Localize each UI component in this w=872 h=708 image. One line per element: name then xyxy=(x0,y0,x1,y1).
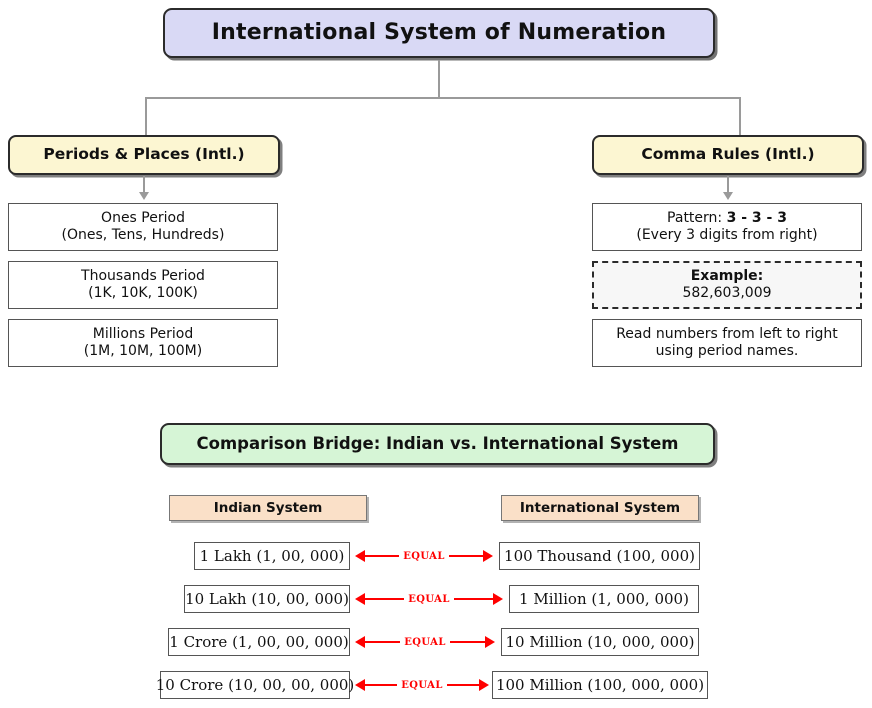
column-header-international: International System xyxy=(501,495,699,521)
comparison-row-1-indian-text: 10 Lakh (10, 00, 000) xyxy=(185,589,349,608)
left-item-0-line2: (Ones, Tens, Hundreds) xyxy=(61,227,225,243)
arrow-head-left-0 xyxy=(355,550,365,562)
bridge-header-text: Comparison Bridge: Indian vs. Internatio… xyxy=(196,433,679,453)
equal-label-3: EQUAL xyxy=(401,679,443,691)
connector-horizontal-bar xyxy=(145,97,740,99)
pattern-label: Pattern: xyxy=(667,209,727,226)
left-item-1-line2: (1K, 10K, 100K) xyxy=(88,285,198,301)
equal-connector-1: EQUAL xyxy=(355,585,504,613)
equal-connector-2: EQUAL xyxy=(355,628,496,656)
comparison-row-indian-2: 1 Crore (1, 00, 00, 000) xyxy=(168,628,350,656)
comparison-row-international-3: 100 Million (100, 000, 000) xyxy=(492,671,708,699)
column-header-indian-text: Indian System xyxy=(213,499,323,516)
arrow-head-right-1 xyxy=(493,593,504,605)
arrow-line-right-2 xyxy=(449,640,486,644)
right-item-reading-rule: Read numbers from left to right using pe… xyxy=(592,319,862,367)
example-value: 582,603,009 xyxy=(682,285,772,301)
reading-line1: Read numbers from left to right xyxy=(616,325,838,342)
equal-label-2: EQUAL xyxy=(404,636,446,648)
arrow-line-left-3 xyxy=(365,683,398,687)
bridge-header: Comparison Bridge: Indian vs. Internatio… xyxy=(160,423,715,465)
equal-label-1: EQUAL xyxy=(408,593,450,605)
arrow-head-right-3 xyxy=(479,679,490,691)
arrow-line-right-1 xyxy=(453,597,494,601)
left-item-2-line2: (1M, 10M, 100M) xyxy=(83,343,203,359)
comparison-row-3-indian-text: 10 Crore (10, 00, 00, 000) xyxy=(155,675,355,694)
comparison-row-1-international-text: 1 Million (1, 000, 000) xyxy=(519,589,689,608)
right-item-example: Example: 582,603,009 xyxy=(592,261,862,309)
connector-left-branch-arrow-line xyxy=(143,176,145,198)
left-item-2-line1: Millions Period xyxy=(92,325,194,342)
arrow-line-left-0 xyxy=(365,554,400,558)
equal-connector-0: EQUAL xyxy=(355,542,494,570)
comparison-row-international-0: 100 Thousand (100, 000) xyxy=(499,542,700,570)
left-item-thousands-period: Thousands Period (1K, 10K, 100K) xyxy=(8,261,278,309)
arrow-head-right-0 xyxy=(483,550,494,562)
arrow-head-left-3 xyxy=(355,679,365,691)
equal-label-0: EQUAL xyxy=(403,550,445,562)
left-item-millions-period: Millions Period (1M, 10M, 100M) xyxy=(8,319,278,367)
connector-title-stem xyxy=(438,60,440,98)
comparison-row-3-international-text: 100 Million (100, 000, 000) xyxy=(495,675,705,694)
comparison-row-indian-3: 10 Crore (10, 00, 00, 000) xyxy=(156,671,354,699)
example-label: Example: xyxy=(690,267,764,284)
comparison-row-indian-0: 1 Lakh (1, 00, 000) xyxy=(194,542,350,570)
arrow-line-right-0 xyxy=(448,554,484,558)
connector-drop-right xyxy=(739,97,741,135)
arrow-line-right-3 xyxy=(446,683,480,687)
arrow-head-left-2 xyxy=(355,636,365,648)
reading-line2: using period names. xyxy=(655,343,799,359)
branch-header-periods-places: Periods & Places (Intl.) xyxy=(8,135,280,175)
comparison-row-0-international-text: 100 Thousand (100, 000) xyxy=(504,546,695,565)
connector-right-branch-arrowhead xyxy=(723,192,733,200)
comparison-row-indian-1: 10 Lakh (10, 00, 000) xyxy=(184,585,350,613)
arrow-line-left-2 xyxy=(365,640,401,644)
branch-header-left-text: Periods & Places (Intl.) xyxy=(43,145,245,164)
arrow-head-right-2 xyxy=(485,636,496,648)
connector-left-branch-arrowhead xyxy=(139,192,149,200)
connector-drop-left xyxy=(145,97,147,135)
left-item-1-line1: Thousands Period xyxy=(81,267,205,284)
branch-header-right-text: Comma Rules (Intl.) xyxy=(641,145,815,164)
equal-connector-3: EQUAL xyxy=(355,671,490,699)
arrow-head-left-1 xyxy=(355,593,365,605)
column-header-indian: Indian System xyxy=(169,495,367,521)
left-item-0-line1: Ones Period xyxy=(101,209,185,226)
comparison-row-international-2: 10 Million (10, 000, 000) xyxy=(501,628,699,656)
arrow-line-left-1 xyxy=(365,597,405,601)
diagram-title-text: International System of Numeration xyxy=(211,20,667,46)
branch-header-comma-rules: Comma Rules (Intl.) xyxy=(592,135,864,175)
comparison-row-international-1: 1 Million (1, 000, 000) xyxy=(509,585,699,613)
pattern-line: Pattern: 3 - 3 - 3 xyxy=(667,210,787,228)
left-item-ones-period: Ones Period (Ones, Tens, Hundreds) xyxy=(8,203,278,251)
right-item-pattern: Pattern: 3 - 3 - 3 (Every 3 digits from … xyxy=(592,203,862,251)
comparison-row-2-international-text: 10 Million (10, 000, 000) xyxy=(505,632,695,651)
connector-right-branch-arrow-line xyxy=(727,176,729,198)
pattern-value: 3 - 3 - 3 xyxy=(726,209,787,226)
pattern-note: (Every 3 digits from right) xyxy=(636,227,818,243)
diagram-title: International System of Numeration xyxy=(163,8,715,58)
comparison-row-0-indian-text: 1 Lakh (1, 00, 000) xyxy=(199,546,345,565)
comparison-row-2-indian-text: 1 Crore (1, 00, 00, 000) xyxy=(169,632,349,651)
column-header-international-text: International System xyxy=(519,499,681,516)
